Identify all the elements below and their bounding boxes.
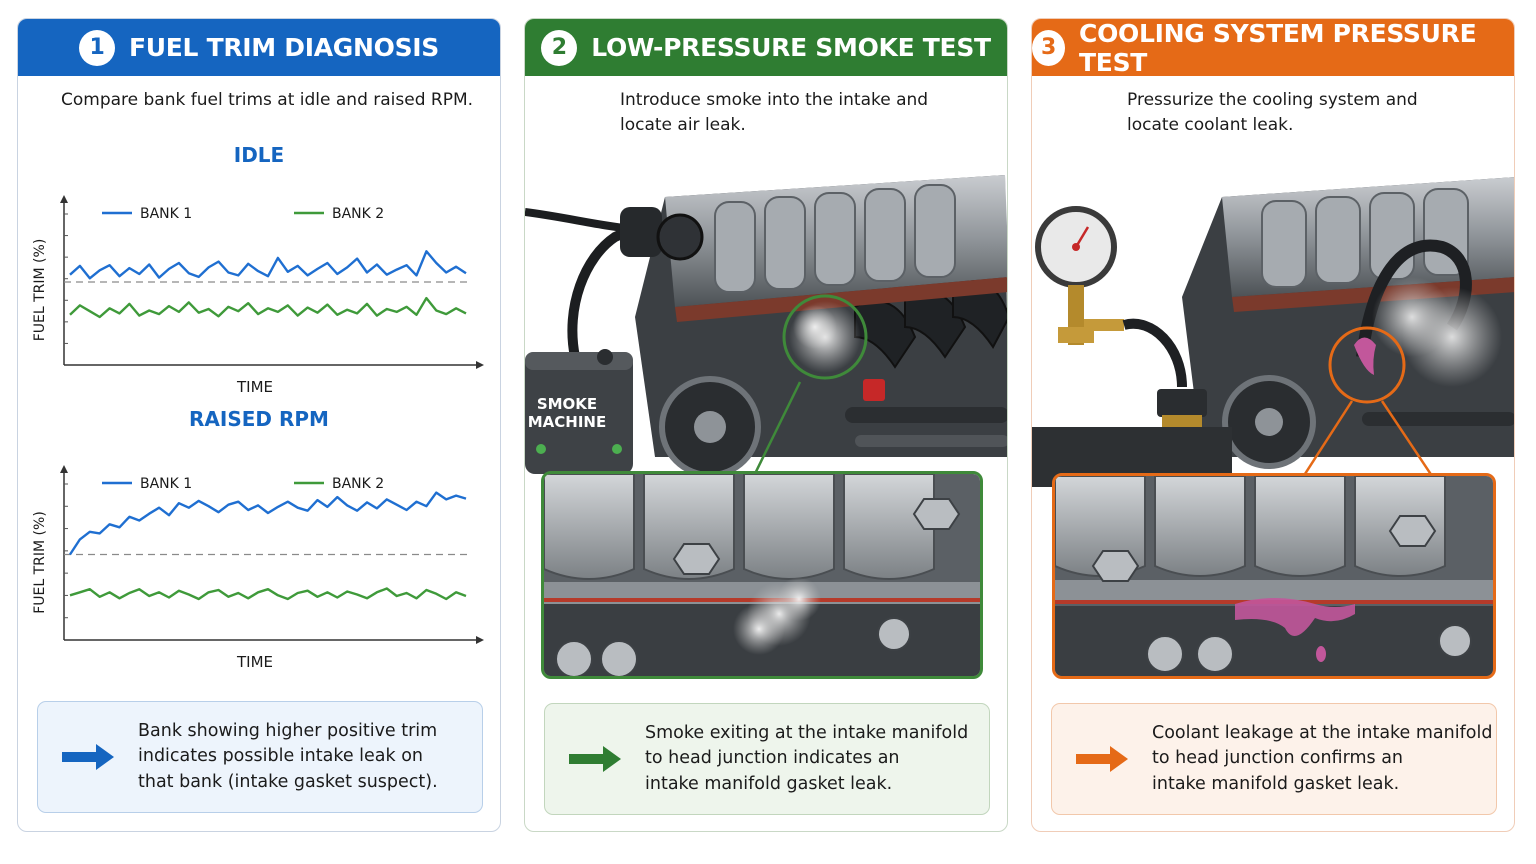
smoke-test-panel: 2 LOW-PRESSURE SMOKE TEST Introduce smok…	[524, 18, 1008, 832]
idle-fuel-trim-chart: BANK 1 BANK 2 FUEL TRIM (%) TIME	[32, 195, 484, 394]
arrow-right-icon	[62, 744, 114, 770]
smoke-test-header: 2 LOW-PRESSURE SMOKE TEST	[525, 19, 1007, 76]
series-line-1	[68, 491, 467, 556]
legend-label-2: BANK 2	[332, 476, 384, 492]
cooling-test-panel: 3 COOLING SYSTEM PRESSURE TEST Pressuriz…	[1031, 18, 1515, 832]
smoke-test-note-text: Smoke exiting at the intake manifold to …	[645, 722, 969, 794]
cooling-test-description: Pressurize the cooling system and locate…	[1127, 90, 1418, 135]
y-axis-label: FUEL TRIM (%)	[32, 239, 48, 342]
fuel-trim-title: FUEL TRIM DIAGNOSIS	[129, 33, 439, 62]
arrow-right-icon	[1076, 746, 1128, 772]
series-line-2	[69, 296, 467, 319]
idle-chart-title: IDLE	[233, 143, 285, 167]
x-axis-label: TIME	[236, 653, 273, 669]
y-axis-arrow	[60, 465, 68, 473]
smoke-test-title: LOW-PRESSURE SMOKE TEST	[591, 33, 991, 62]
step-number-badge: 2	[541, 29, 578, 66]
step-number-badge: 3	[1032, 29, 1066, 66]
x-axis-arrow	[476, 361, 484, 369]
cooling-test-title: COOLING SYSTEM PRESSURE TEST	[1079, 18, 1477, 77]
series-line-1	[69, 250, 467, 280]
smoke-leak-closeup	[541, 471, 983, 679]
series-line-2	[69, 587, 467, 601]
y-axis-label: FUEL TRIM (%)	[32, 511, 48, 614]
cooling-test-header: 3 COOLING SYSTEM PRESSURE TEST	[1032, 18, 1514, 77]
arrow-right-icon	[569, 746, 621, 772]
step-number-badge: 1	[79, 29, 115, 66]
fuel-trim-note: Bank showing higher positive trim indica…	[37, 701, 483, 813]
smoke-test-description: Introduce smoke into the intake and loca…	[620, 90, 929, 135]
legend-label-1: BANK 1	[140, 206, 192, 222]
raised-rpm-fuel-trim-chart: BANK 1 BANK 2 FUEL TRIM (%) TIME	[32, 465, 484, 669]
leak-highlight-circle	[1328, 326, 1406, 404]
cooling-test-note-text: Coolant leakage at the intake manifold t…	[1152, 722, 1493, 794]
raised-rpm-chart-title: RAISED RPM	[189, 407, 329, 431]
coolant-leak-closeup	[1052, 473, 1496, 679]
engine-cooling-test-illustration	[1032, 157, 1514, 487]
manifold-closeup-image	[544, 474, 980, 676]
manifold-coolant-closeup-image	[1055, 476, 1493, 676]
legend-label-1: BANK 1	[140, 476, 192, 492]
fuel-trim-header: 1 FUEL TRIM DIAGNOSIS	[18, 19, 500, 76]
x-axis-arrow	[476, 636, 484, 644]
fuel-trim-description: Compare bank fuel trims at idle and rais…	[61, 90, 474, 110]
leak-highlight-circle	[782, 294, 868, 380]
smoke-test-note: Smoke exiting at the intake manifold to …	[544, 703, 990, 815]
x-axis-label: TIME	[236, 378, 273, 394]
cooling-test-note: Coolant leakage at the intake manifold t…	[1051, 703, 1497, 815]
legend-label-2: BANK 2	[332, 206, 384, 222]
fuel-trim-panel: 1 FUEL TRIM DIAGNOSIS Compare bank fuel …	[17, 18, 501, 832]
fuel-trim-note-text: Bank showing higher positive trim indica…	[138, 720, 438, 792]
y-axis-arrow	[60, 195, 68, 203]
